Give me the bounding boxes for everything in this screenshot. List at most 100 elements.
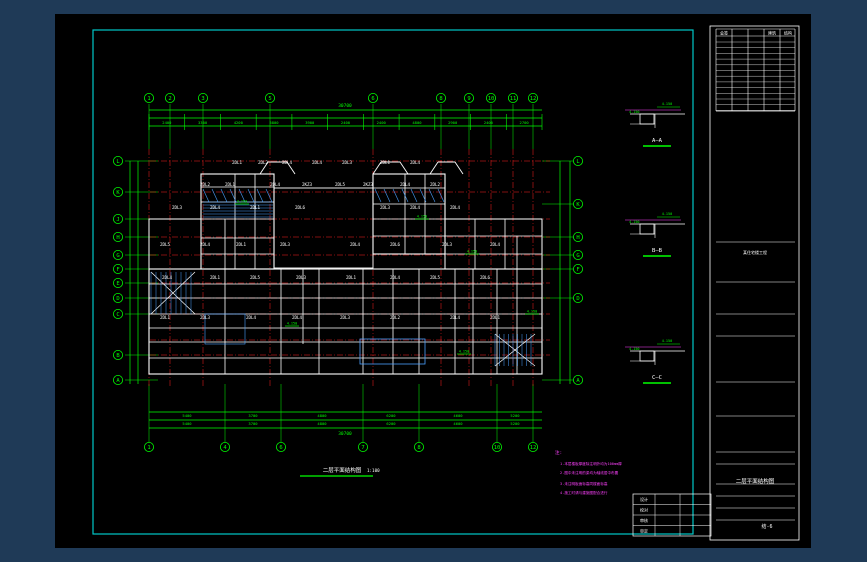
axis-bottom-6-label: 6: [279, 445, 282, 451]
slab-label-2DL3: 2DL3: [172, 205, 183, 210]
slab-label-2DL3: 2DL3: [200, 315, 211, 320]
slab-label-2DL4: 2DL4: [270, 182, 281, 187]
stair-hatch: [374, 188, 382, 203]
slab-label-2DL4: 2DL4: [210, 205, 221, 210]
stair-hatch: [392, 188, 400, 203]
axis-left-E-circle: [113, 277, 124, 288]
dim-bottom: 5400: [182, 413, 192, 418]
inner-frame: [92, 29, 694, 535]
axis-left-L-circle: [113, 155, 124, 166]
slab-label-2DL4: 2DL4: [390, 275, 401, 280]
note-line-1: 1.本层楼板厚度除注明外均为100mm厚: [560, 461, 622, 466]
dim-top: 4200: [234, 120, 244, 125]
section-c-slab-box: [639, 350, 655, 362]
axis-left-J-label: J: [116, 217, 119, 223]
elevation-value: 4.150: [467, 250, 478, 254]
dim-bottom: 6200: [386, 413, 396, 418]
section-c-elev-val-2: 4.150: [629, 347, 640, 351]
axis-left-G-circle: [113, 249, 124, 260]
slab-label-2KZ3: 2KZ3: [363, 182, 374, 187]
axis-right-L-circle: [573, 155, 584, 166]
slab-label-2DL1: 2DL1: [380, 160, 391, 165]
elevation-value: 4.150: [417, 215, 428, 219]
stair-hatch: [437, 188, 445, 203]
chamfer: [454, 161, 464, 175]
axis-bottom-12-circle: [527, 441, 538, 452]
axis-top-10-circle: [485, 93, 496, 104]
dim-overall-top: 30700: [338, 103, 352, 109]
axis-right-G-circle: [573, 249, 584, 260]
axis-left-C-label: C: [116, 312, 119, 318]
axis-bottom-4-label: 4: [223, 445, 227, 451]
axis-left-A-label: A: [116, 378, 120, 384]
tb-header-cell: 结构: [784, 30, 792, 36]
stair-hatch: [419, 188, 427, 203]
slab-label-2DL1: 2DL1: [225, 182, 236, 187]
axis-left-A-circle: [113, 374, 124, 385]
axis-top-1-circle: [144, 93, 155, 104]
slab-label-2DL1: 2DL1: [160, 315, 171, 320]
chamfer: [372, 161, 382, 175]
axis-left-D-circle: [113, 292, 124, 303]
dim-bottom: 4600: [453, 413, 463, 418]
dim-top: 5800: [269, 120, 279, 125]
main-block-outline: [148, 268, 543, 375]
section-a-elev-val-2: 4.150: [629, 110, 640, 114]
slab-label-2DL4: 2DL4: [200, 242, 211, 247]
dim-top: 4800: [412, 120, 422, 125]
axis-right-A-circle: [573, 374, 584, 385]
axis-top-1-label: 1: [147, 96, 150, 102]
stair-hatch: [247, 188, 255, 203]
axis-left-J-circle: [113, 213, 124, 224]
slab-label-2DL3: 2DL3: [340, 315, 351, 320]
axis-top-2-label: 2: [168, 96, 171, 102]
stair-diagonal: [150, 271, 196, 315]
axis-top-8-label: 8: [439, 96, 442, 102]
axis-bottom-7-label: 7: [361, 445, 364, 451]
plan-scale: 1:100: [367, 468, 380, 473]
sig-label: 审核: [640, 517, 648, 523]
slab-label-2DL1: 2DL1: [346, 275, 357, 280]
stair-hatch: [265, 188, 273, 203]
axis-top-5-label: 5: [268, 96, 271, 102]
title-block-frame: [709, 25, 800, 541]
section-b-elev-val: 4.150: [662, 212, 673, 216]
axis-right-H-label: H: [576, 235, 579, 241]
axis-left-B-circle: [113, 349, 124, 360]
axis-top-2-circle: [165, 93, 176, 104]
dim-bottom-2: 3700: [248, 421, 258, 426]
blue-slab-zone: [359, 338, 426, 365]
dim-bottom-2: 5400: [182, 421, 192, 426]
slab-label-2DL1: 2DL1: [490, 315, 501, 320]
axis-left-H-circle: [113, 231, 124, 242]
dim-bottom: 5200: [510, 413, 520, 418]
section-a-elev-val: 4.150: [662, 102, 673, 106]
chamfer: [399, 161, 409, 175]
slab-label-2DL5: 2DL5: [160, 242, 171, 247]
axis-right-F-label: F: [576, 267, 579, 273]
slab-label-2DL2: 2DL2: [200, 182, 211, 187]
slab-label-2DL3: 2DL3: [380, 205, 391, 210]
axis-right-K-label: K: [576, 202, 580, 208]
slab-label-2DL4: 2DL4: [162, 275, 173, 280]
axis-bottom-10-label: 10: [494, 445, 501, 451]
axis-left-B-label: B: [116, 353, 120, 359]
axis-right-D-label: D: [576, 296, 579, 302]
section-a-slab-box: [639, 113, 655, 125]
east-bay-outline: [444, 218, 543, 270]
tb-header-cell: 会签: [720, 30, 728, 36]
axis-right-A-label: A: [576, 378, 580, 384]
axis-top-9-label: 9: [467, 96, 470, 102]
note-line-2: 2.图中未注明的梁均为轴线居中布置: [560, 470, 619, 475]
stair-hatch: [229, 188, 237, 203]
axis-left-F-label: F: [116, 267, 119, 273]
slab-label-2DL4: 2DL4: [410, 205, 421, 210]
axis-right-G-label: G: [576, 253, 579, 259]
dim-bottom-2: 4800: [317, 421, 327, 426]
slab-label-2DL1: 2DL1: [236, 242, 247, 247]
axis-left-C-circle: [113, 308, 124, 319]
axis-left-L-label: L: [116, 159, 120, 165]
axis-left-F-circle: [113, 263, 124, 274]
slab-label-2DL1: 2DL1: [250, 205, 261, 210]
slab-label-2DL3: 2DL3: [342, 160, 353, 165]
